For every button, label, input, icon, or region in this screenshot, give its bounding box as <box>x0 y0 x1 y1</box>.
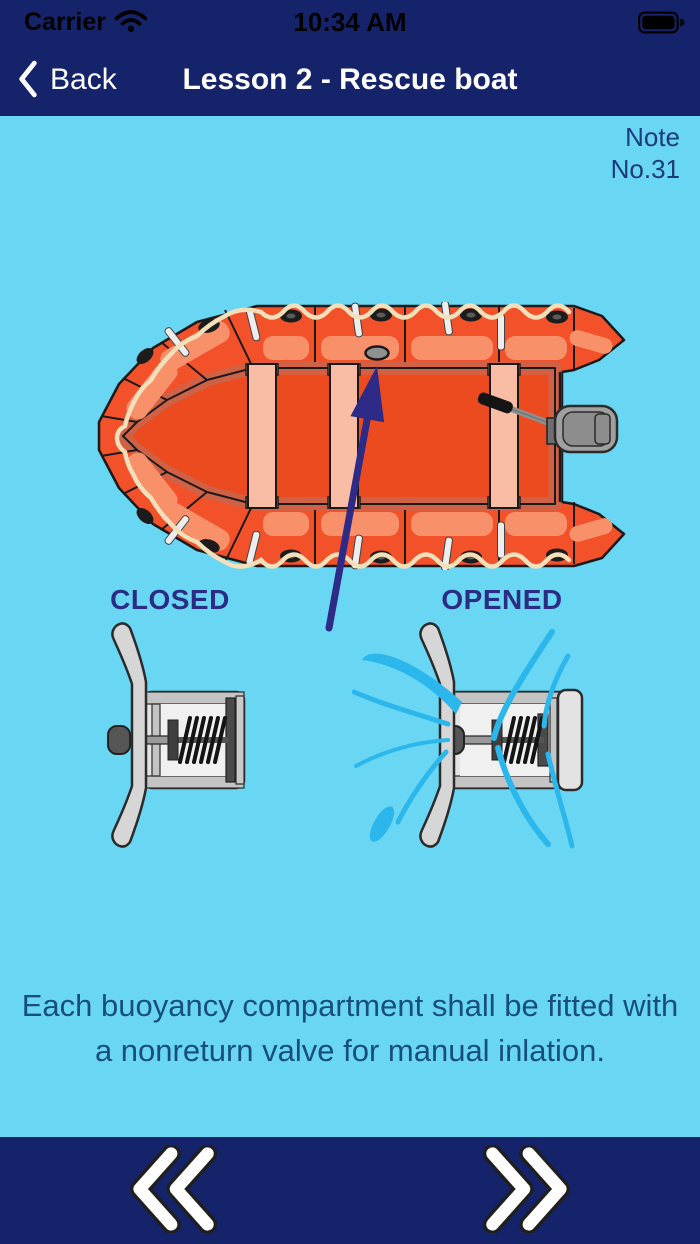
valve-pointer-arrow <box>320 360 390 645</box>
double-chevron-left-icon <box>125 1144 225 1236</box>
status-bar: Carrier 10:34 AM <box>0 0 700 44</box>
note-number: Note No.31 <box>610 122 680 184</box>
carrier-label: Carrier <box>24 7 106 36</box>
outboard-motor <box>477 392 619 454</box>
rope <box>114 303 572 569</box>
thwarts <box>245 363 521 509</box>
lesson-content: Note No.31 <box>0 116 700 1137</box>
status-time: 10:34 AM <box>293 6 407 37</box>
battery-icon <box>638 10 686 34</box>
opened-valve-figure: OPENED <box>351 584 608 855</box>
back-chevron-icon <box>16 60 40 101</box>
page-title: Lesson 2 - Rescue boat <box>182 63 518 96</box>
closed-valve-figure: CLOSED <box>90 584 250 855</box>
pager-bar <box>0 1137 700 1244</box>
lesson-caption: Each buoyancy compartment shall be fitte… <box>21 988 679 1068</box>
air-spray <box>351 629 575 849</box>
back-button[interactable]: Back <box>16 60 117 101</box>
opened-valve-diagram <box>351 622 584 849</box>
closed-label: CLOSED <box>110 584 230 615</box>
previous-button[interactable] <box>0 1137 350 1244</box>
boat-valve <box>364 345 390 361</box>
next-button[interactable] <box>350 1137 700 1244</box>
closed-valve-diagram <box>107 622 246 848</box>
back-label: Back <box>50 63 117 96</box>
wifi-icon <box>114 7 148 38</box>
opened-label: OPENED <box>441 584 563 615</box>
nav-bar: Lesson 2 - Rescue boat Back <box>0 44 700 116</box>
double-chevron-right-icon <box>475 1144 575 1236</box>
carrier-group: Carrier <box>24 7 148 38</box>
